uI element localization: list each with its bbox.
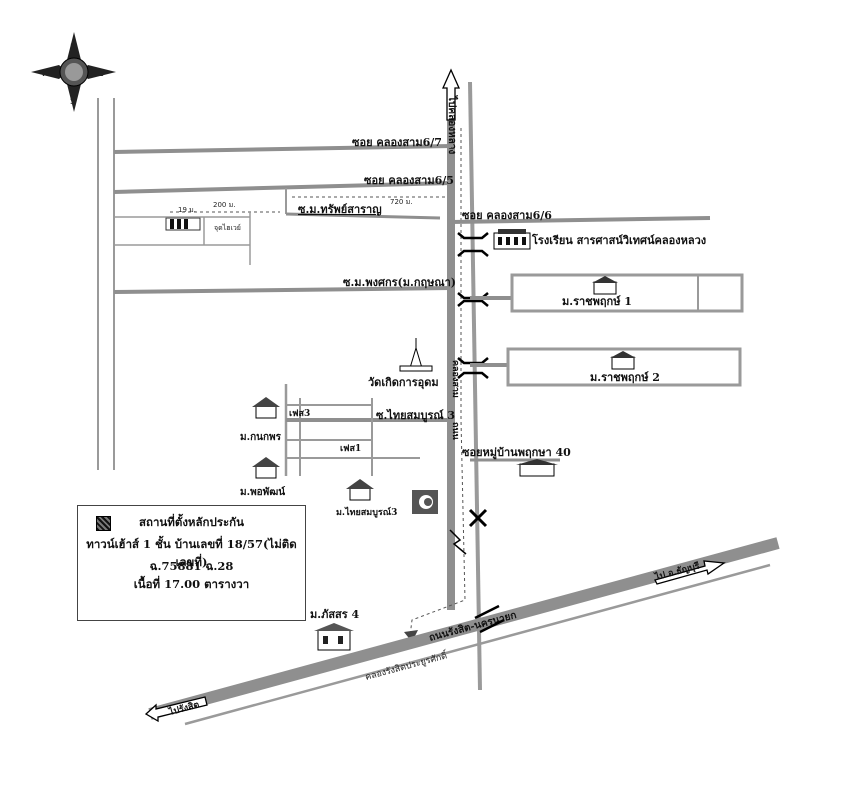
soi-khlong-sam-6-7 (113, 144, 452, 154)
school-label: โรงเรียน สารศาสน์วิเทศน์คลองหลวง (531, 233, 706, 247)
break-symbol-icon (449, 529, 467, 555)
ratchaphruek-1-block (510, 273, 744, 313)
passorn-4-label: ม.ภัสสร 4 (310, 608, 359, 621)
distance-720: 720 ม. (390, 198, 412, 206)
house-icon (516, 459, 558, 477)
soi-khlong-sam-6-6 (450, 216, 711, 224)
house-icon (346, 479, 374, 501)
phase3-label: เฟส3 (289, 408, 310, 419)
distance-200: 200 ม. (213, 201, 235, 209)
highway-label: ถนนรังสิต-นครนายก (428, 609, 518, 644)
distance-19: 19 ม. (178, 206, 196, 214)
house-icon (252, 457, 280, 479)
to-thanyaburi-label: ไป อ.ธัญบุรี (653, 559, 701, 583)
crossing-icon (468, 508, 488, 528)
collateral-marker-icon (96, 516, 111, 531)
gas-station-icon (412, 490, 438, 514)
soi-6-7-label: ซอย คลองสาม6/7 (352, 136, 442, 149)
legend-line2: ฉ.75881 ฉ.28 (149, 559, 234, 573)
legend-title: สถานที่ตั้งหลักประกัน (138, 515, 245, 529)
plot-block (165, 217, 201, 231)
compass-n: N (70, 43, 77, 53)
temple-icon (399, 338, 433, 372)
house-icon (610, 351, 636, 370)
phongsakorn-label: ซ.ม.พงศกร(ม.กฤษณา) (343, 276, 456, 289)
thai-somboon-3-label: ซ.ไทยสมบูรณ์ 3 (376, 408, 455, 423)
sap-saran-label: ซ.ม.ทรัพย์สาราญ (298, 203, 382, 216)
compass-w: W (41, 69, 50, 79)
to-rangsit-arrow-icon (144, 696, 208, 723)
legend-line1: ทาวน์เฮ้าส์ 1 ชั้น บ้านเลขที่ 18/57(ไม่ต… (86, 537, 297, 569)
house-icon (314, 623, 354, 651)
route-arrow-icon (404, 630, 418, 642)
house-icon (592, 276, 618, 295)
compass-e: E (98, 69, 104, 79)
temple-label: วัดเกิดการอุดม (368, 376, 439, 390)
canal-rangsit (184, 563, 771, 726)
soi-sap-saran (285, 212, 441, 220)
highway-point-label: จุดไฮเวย์ (214, 223, 241, 232)
highway-bridge-icon (474, 604, 505, 634)
ratchaphruek-1-label: ม.ราชพฤกษ์ 1 (562, 295, 632, 308)
soi-khlong-sam-6-5 (113, 181, 452, 194)
highway-rangsit-nakhon-nayok (148, 537, 780, 720)
house-icon (252, 397, 280, 419)
pornphat-label: ม.พอพัฒน์ (240, 486, 285, 498)
kanokporn-label: ม.กนกพร (240, 432, 282, 443)
main-road-east-line (468, 81, 482, 691)
compass-rose-icon: N E S W (31, 32, 116, 112)
soi-phongsakorn (113, 286, 452, 294)
to-khlong-luang-label: ไปคลองหลวง (446, 95, 459, 154)
thai-somboon-village-label: ม.ไทยสมบูรณ์3 (336, 506, 397, 518)
north-arrow-icon (441, 68, 461, 121)
main-road-label: คลองสาม (450, 360, 460, 398)
school-icon (493, 229, 531, 250)
route-path (409, 128, 466, 637)
soi-6-6-label: ซอย คลองสาม6/6 (462, 209, 552, 222)
ratchaphruek-2-block (506, 347, 742, 387)
main-road-label-2: ถนน (450, 422, 460, 441)
soi-6-5-label: ซอย คลองสาม6/5 (364, 174, 454, 187)
collateral-legend: สถานที่ตั้งหลักประกัน ทาวน์เฮ้าส์ 1 ชั้น… (77, 505, 306, 621)
ratchaphruek-2-label: ม.ราชพฤกษ์ 2 (590, 371, 660, 384)
to-thanyaburi-arrow-icon (654, 560, 726, 585)
phase1-label: เฟส1 (340, 443, 361, 454)
phruksa-40-label: ซอยหมู่บ้านพฤกษา 40 (462, 446, 571, 460)
legend-line3: เนื้อที่ 17.00 ตารางวา (133, 577, 250, 591)
compass-s: S (70, 97, 76, 107)
